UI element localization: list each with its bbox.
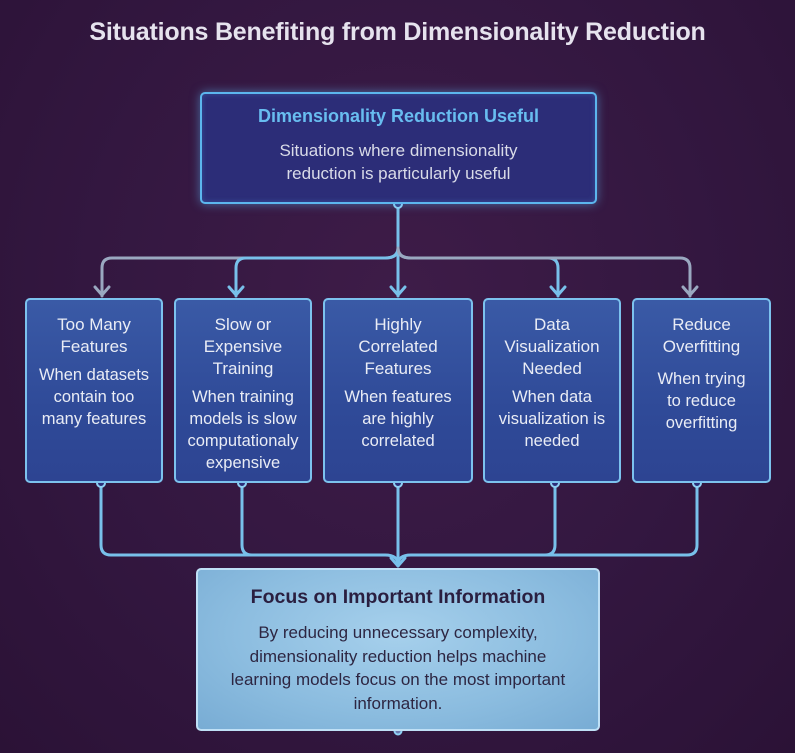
situation-node: Data Visualization Needed When data visu… — [483, 298, 621, 483]
connector-merge-5 — [396, 481, 699, 567]
situation-heading: Reduce Overfitting — [662, 315, 741, 356]
connector-branch-5 — [396, 246, 692, 298]
root-node: Dimensionality Reduction Useful Situatio… — [200, 92, 597, 204]
arrowhead-4 — [549, 285, 567, 297]
situation-node: Highly Correlated Features When features… — [323, 298, 473, 483]
arrowhead-2 — [227, 285, 245, 297]
situation-description: When data visualization is needed — [498, 388, 606, 450]
arrowhead-bottom — [389, 556, 407, 568]
situation-node: Too Many Features When datasets contain … — [25, 298, 163, 483]
outcome-description: By reducing unnecessary complexity, dime… — [230, 623, 566, 713]
arrowhead-1 — [93, 285, 111, 297]
situation-description: When training models is slow computation… — [187, 388, 299, 472]
situation-description: When features are highly correlated — [344, 388, 452, 450]
connector-branch-1 — [100, 246, 400, 298]
diagram-title: Situations Benefiting from Dimensionalit… — [89, 18, 706, 46]
outcome-node: Focus on Important Information By reduci… — [196, 568, 600, 731]
connector-branch-2 — [234, 246, 400, 298]
situation-node: Slow or Expensive Training When training… — [174, 298, 312, 483]
connector-merge-2 — [240, 481, 254, 557]
connector-merge-4 — [543, 481, 557, 557]
situation-description: When datasets contain too many features — [38, 366, 150, 428]
connector-branch-4 — [396, 246, 560, 298]
situation-heading: Highly Correlated Features — [358, 315, 438, 378]
arrowhead-5 — [681, 285, 699, 297]
situation-heading: Slow or Expensive Training — [203, 315, 283, 378]
arrowhead-3 — [389, 285, 407, 297]
root-description: Situations where dimensionality reductio… — [279, 141, 518, 183]
situation-description: When trying to reduce overfitting — [657, 370, 746, 432]
outcome-heading: Focus on Important Information — [250, 586, 546, 608]
situation-heading: Data Visualization Needed — [504, 315, 600, 378]
connector-merge-1 — [99, 481, 400, 567]
situation-node: Reduce Overfitting When trying to reduce… — [632, 298, 771, 483]
situation-heading: Too Many Features — [57, 315, 131, 356]
root-heading: Dimensionality Reduction Useful — [257, 106, 540, 126]
